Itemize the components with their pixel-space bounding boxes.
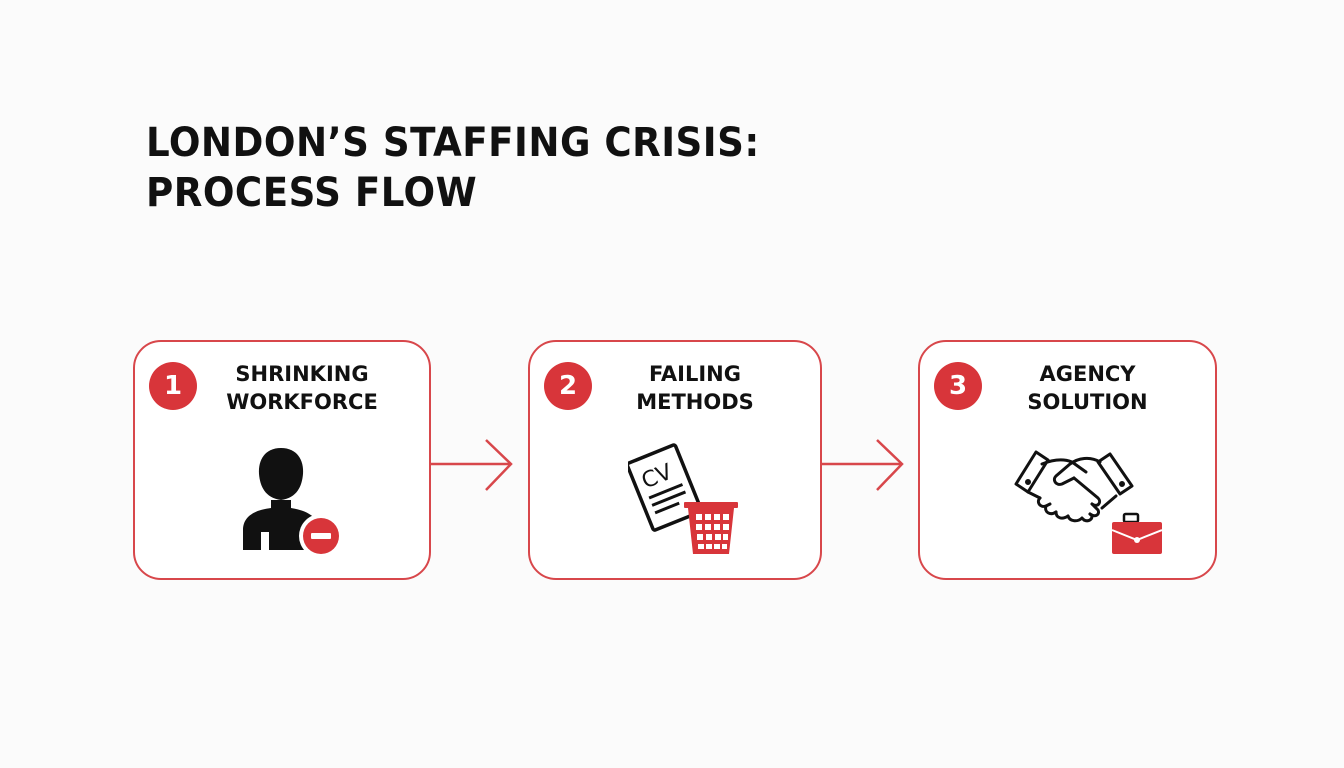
cv-in-trash-icon: CV xyxy=(628,443,738,554)
person-minus-icon xyxy=(243,448,343,556)
title-line-2: PROCESS FLOW xyxy=(146,170,478,216)
step-title: FAILING METHODS xyxy=(636,362,754,414)
step-number-badge: 2 xyxy=(544,362,592,410)
step-title: AGENCY SOLUTION xyxy=(1027,362,1148,414)
page-title: LONDON’S STAFFING CRISIS: PROCESS FLOW xyxy=(146,118,760,218)
title-line-1: LONDON’S STAFFING CRISIS: xyxy=(146,120,760,166)
handshake-briefcase-icon xyxy=(1014,450,1162,554)
step-card-3: 3 AGENCY SOLUTION xyxy=(918,340,1217,580)
step-card-1: 1 SHRINKING WORKFORCE xyxy=(133,340,431,580)
step-title: SHRINKING WORKFORCE xyxy=(226,362,378,414)
arrow-right-icon xyxy=(431,439,513,491)
step-number-badge: 1 xyxy=(149,362,197,410)
arrow-right-icon xyxy=(822,439,904,491)
step-number-badge: 3 xyxy=(934,362,982,410)
step-card-2: 2 FAILING METHODS CV xyxy=(528,340,822,580)
